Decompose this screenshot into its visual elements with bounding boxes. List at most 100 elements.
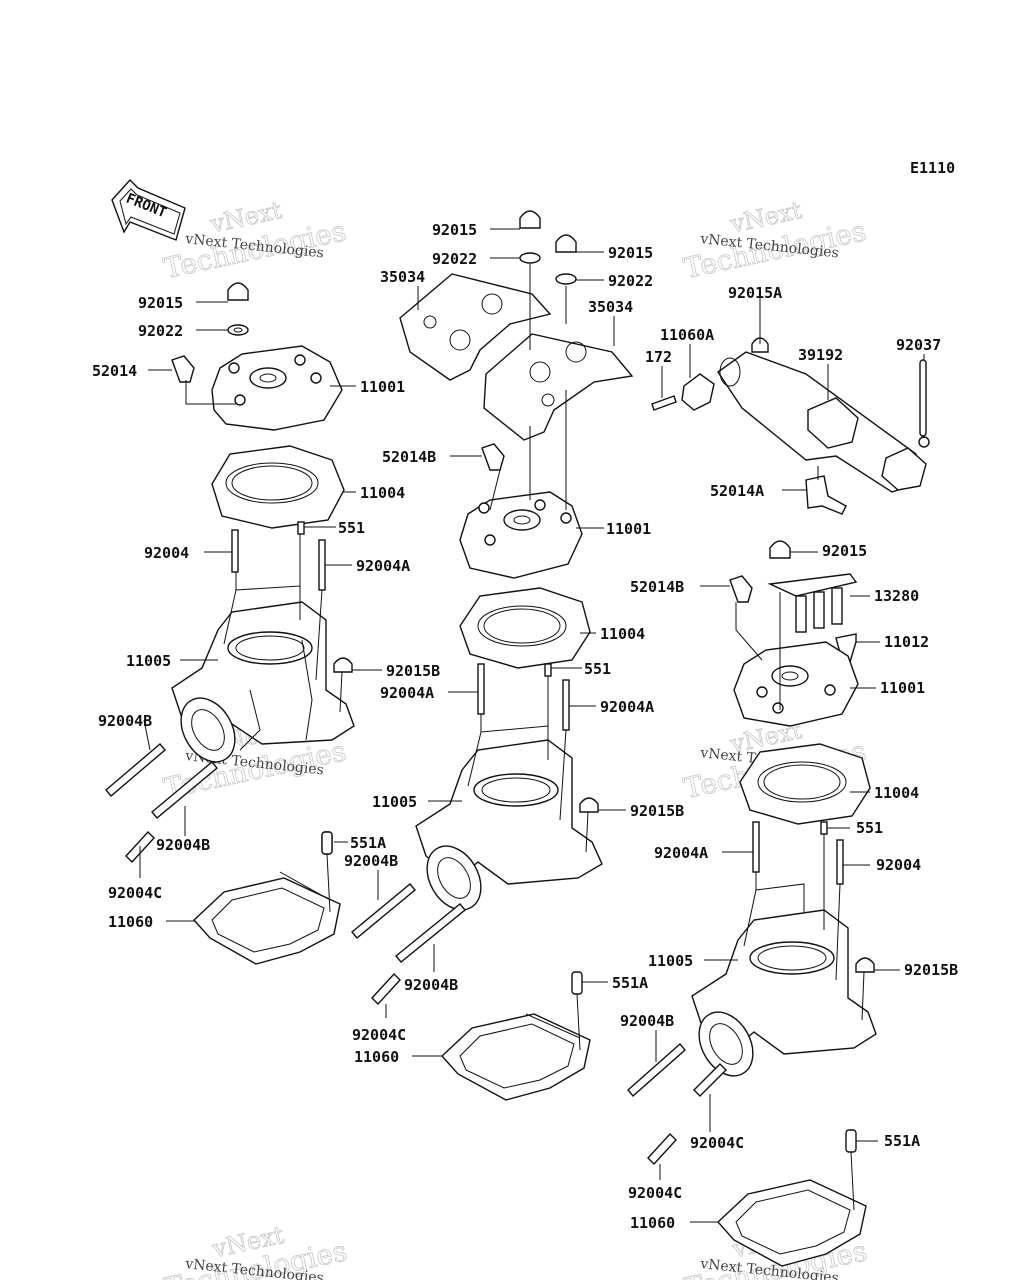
label-551A-left: 551A [350,834,386,852]
fitting-52014A-right [805,475,847,515]
stud-92004B-center-1 [351,883,416,939]
label-551-right: 551 [856,819,883,837]
base-gasket-11060-left [193,877,341,965]
label-92004B-left-2: 92004B [156,836,210,854]
label-35034-center-1: 35034 [380,268,425,286]
cylinder-11005-center [415,739,603,911]
label-92022-center-2: 92022 [608,272,653,290]
label-52014B-right: 52014B [630,578,684,596]
head-gasket-11004-right [739,743,871,825]
label-92004B-center-2: 92004B [404,976,458,994]
label-11004-left: 11004 [360,484,405,502]
pin-92037-right [918,359,930,448]
label-11001-left: 11001 [360,378,405,396]
label-52014A-right: 52014A [710,482,764,500]
label-92004C-center: 92004C [352,1026,406,1044]
label-92015B-center: 92015B [630,802,684,820]
label-11001-right: 11001 [880,679,925,697]
stud-92004C-center [371,972,401,1006]
label-13280-right: 13280 [874,587,919,605]
cap-nut-92015B-left [333,657,353,673]
label-551A-center: 551A [612,974,648,992]
base-gasket-11060-right [717,1179,867,1267]
label-35034-center-2: 35034 [588,298,633,316]
stud-92004A-right [752,821,760,873]
cap-nut-92015B-center [579,797,599,813]
gasket-11060A-right [681,373,715,411]
label-92015-center-1: 92015 [432,221,477,239]
label-11004-right: 11004 [874,784,919,802]
label-92015B-right: 92015B [904,961,958,979]
dowel-551-right [820,821,828,835]
label-11005-right: 11005 [648,952,693,970]
left-cylinder-assembly [105,282,355,965]
bolt-172-right [651,395,677,411]
label-92004-right: 92004 [876,856,921,874]
label-11060-right: 11060 [630,1214,675,1232]
label-92004C-right-2: 92004C [628,1184,682,1202]
cap-nut-92015-left [227,282,249,301]
base-gasket-11060-center [441,1013,591,1101]
stud-92004-left [231,529,239,573]
label-92004A-center-1: 92004A [380,684,434,702]
bracket-35034-center-2 [483,333,634,441]
label-52014-left: 52014 [92,362,137,380]
label-92004C-right-1: 92004C [690,1134,744,1152]
cap-nut-92015B-right [855,957,875,973]
bracket-35034-center-1 [399,273,552,381]
stud-92004A-left [318,539,326,591]
label-39192-right: 39192 [798,346,843,364]
washer-92022-left [227,324,249,336]
label-551A-right: 551A [884,1132,920,1150]
label-11012-right: 11012 [884,633,929,651]
cap-nut-92015-center-1 [519,210,541,229]
dowel-551A-center [571,971,583,995]
cap-nut-92015-right [769,540,791,559]
label-551-left: 551 [338,519,365,537]
center-cylinder-assembly [321,210,634,1101]
label-92004C-left: 92004C [108,884,162,902]
watermark-top-left: vNext Technologies [160,196,349,286]
stud-92004B-center-2 [395,903,466,963]
stud-92004B-right [627,1042,686,1098]
dowel-551-left [297,521,305,535]
label-92004A-center-2: 92004A [600,698,654,716]
cap-nut-92015-center-2 [555,234,577,253]
nut-92015A-right [751,337,769,353]
label-92015-right: 92015 [822,542,867,560]
label-11005-left: 11005 [126,652,171,670]
fitting-52014-left [171,355,195,383]
label-92037-right: 92037 [896,336,941,354]
dowel-551-center [544,663,552,677]
stud-92004A-center-1 [477,663,485,715]
label-92004A-right: 92004A [654,844,708,862]
label-172-right: 172 [645,348,672,366]
label-11060A-right: 11060A [660,326,714,344]
label-11060-center: 11060 [354,1048,399,1066]
label-92015B-left: 92015B [386,662,440,680]
label-92004A-left: 92004A [356,557,410,575]
right-cylinder-assembly [627,337,930,1267]
head-gasket-11004-center [459,587,591,669]
stud-92004C-right-2 [647,1132,677,1166]
dowel-551A-right [845,1129,857,1153]
label-92022-center-1: 92022 [432,250,477,268]
diagram-code: E1110 [910,159,955,177]
label-92004B-left-1: 92004B [98,712,152,730]
label-11001-center: 11001 [606,520,651,538]
label-92004B-center-1: 92004B [344,852,398,870]
cylinder-11005-left [171,601,355,763]
front-arrow-icon: FRONT [111,178,186,241]
leader-lines [139,228,925,1223]
head-gasket-11004-left [211,445,345,529]
stud-92004B-left-1 [105,743,166,797]
stud-92004-right [836,839,844,885]
label-52014B-center: 52014B [382,448,436,466]
cylinder-head-11001-left [211,345,343,431]
label-11060-left: 11060 [108,913,153,931]
label-11005-center: 11005 [372,793,417,811]
bracket-13280-right [767,573,858,633]
label-92004-left: 92004 [144,544,189,562]
